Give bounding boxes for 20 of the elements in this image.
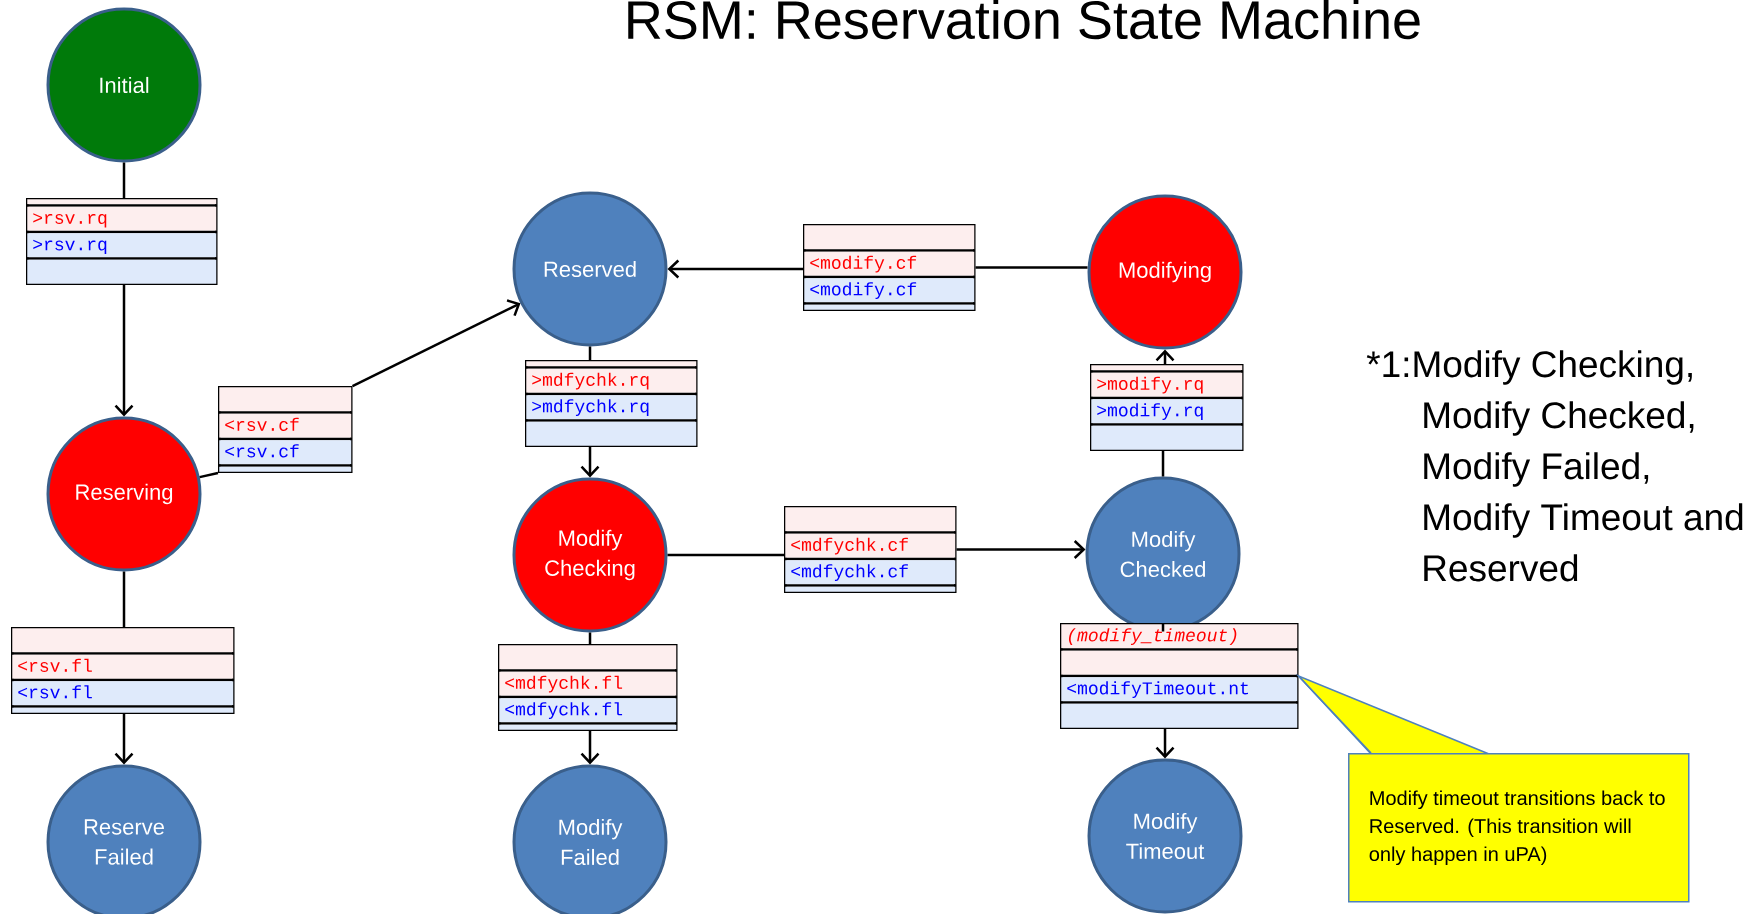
title: RSM: Reservation State Machine	[628, 0, 1420, 40]
message-box: >rsv.rq >rsv.rq	[26, 198, 218, 285]
message-box: <rsv.fl <rsv.fl	[11, 627, 235, 714]
message-box: <mdfychk.cf <mdfychk.cf	[784, 506, 957, 593]
arrow	[580, 731, 600, 765]
arrow	[1155, 729, 1175, 759]
callout-box: Modify timeout transitions back to Reserved. (This transition will only happen in uPA)	[1295, 674, 1690, 903]
arrow	[580, 447, 600, 478]
arrow	[667, 259, 803, 279]
message-box: >mdfychk.rq >mdfychk.rq	[525, 360, 698, 447]
arrow	[114, 714, 134, 765]
message-box: <mdfychk.fl <mdfychk.fl	[498, 644, 678, 731]
message-box: >modify.rq >modify.rq	[1090, 364, 1244, 451]
arrow	[351, 299, 521, 388]
arrow	[114, 285, 134, 417]
note-text: *1:Modify Checking, Modify Checked, Modify Failed, Modify Timeout and Reserved	[1366, 350, 1743, 582]
message-box: (modify_timeout) <modifyTimeout.nt	[1060, 623, 1299, 729]
message-box: <modify.cf <modify.cf	[803, 224, 976, 311]
arrow	[956, 540, 1086, 559]
message-box: <rsv.cf <rsv.cf	[218, 386, 353, 473]
